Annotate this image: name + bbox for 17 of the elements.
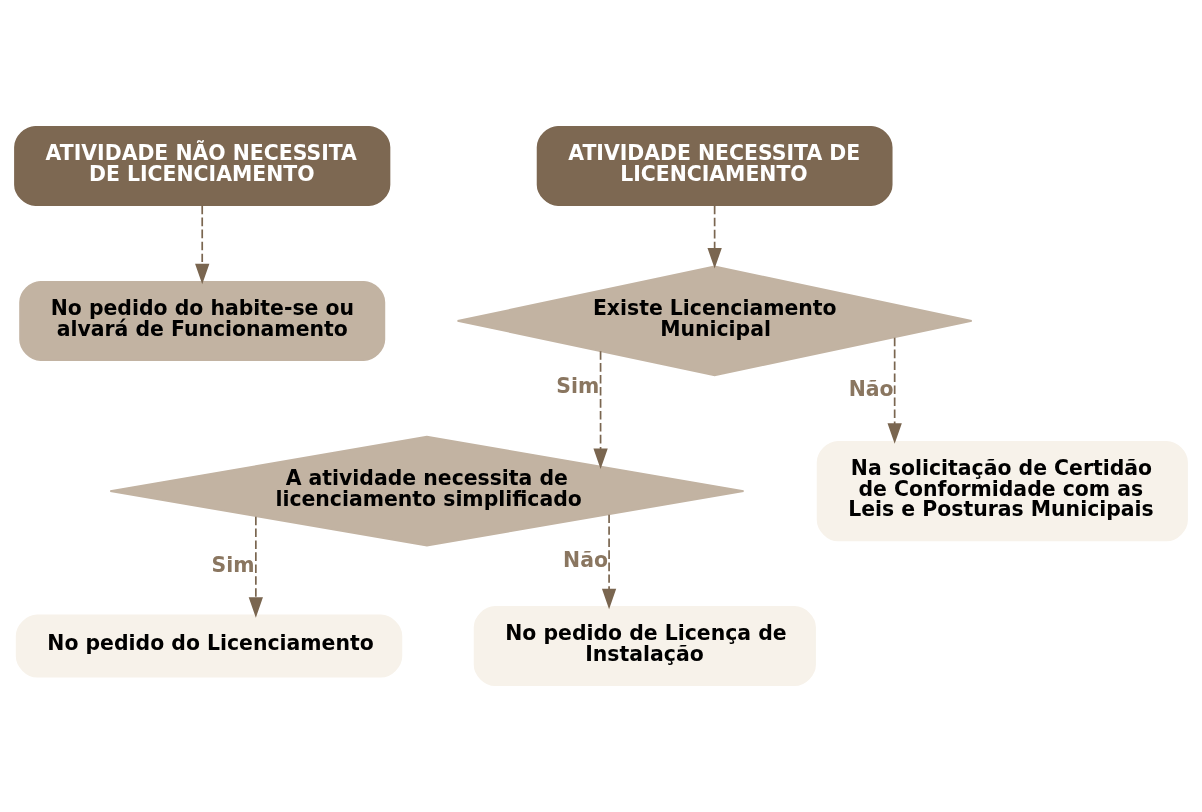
node-diamond: Existe Licenciamento Municipal: [456, 265, 973, 377]
node-box: No pedido do Licenciamento: [15, 614, 403, 678]
edge-label: Não: [848, 376, 894, 401]
arrow: [601, 513, 617, 610]
arrow: [593, 350, 608, 470]
node-box: No pedido do habite-se ou alvará de Funcionamento: [19, 280, 386, 361]
node-box: No pedido de Licença de Instalação: [473, 606, 816, 687]
node-box: ATIVIDADE NECESSITA DE LICENCIAMENTO: [536, 125, 893, 206]
node-box: Na solicitação de Certidão de Conformidade com as Leis e Posturas Municipais: [816, 440, 1188, 542]
arrow: [887, 336, 902, 444]
node-box: ATIVIDADE NÃO NECESSITA DE LICENCIAMENTO: [14, 125, 391, 206]
node-diamond: A atividade necessita de licenciamento simplificado: [109, 435, 745, 547]
arrow: [195, 205, 210, 285]
edge-label: Sim: [211, 553, 255, 578]
arrow: [248, 515, 263, 618]
edge-label: Não: [563, 547, 608, 572]
arrow: [707, 205, 722, 269]
